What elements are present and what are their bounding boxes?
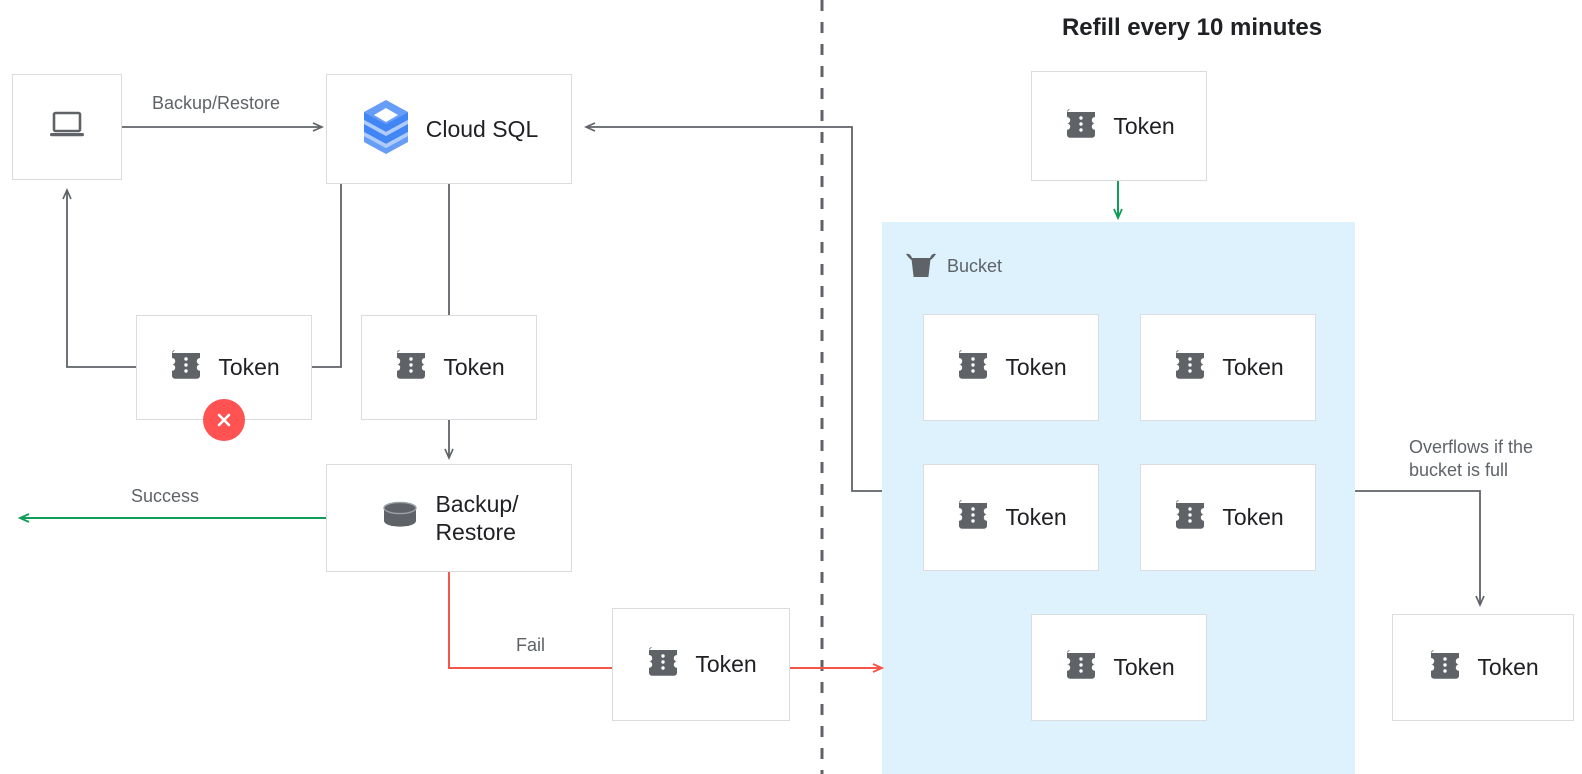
edge-label-backup-restore: Backup/Restore bbox=[152, 93, 281, 113]
cloud-sql-icon bbox=[360, 98, 412, 161]
token-icon bbox=[955, 500, 991, 535]
node-token-fail[interactable]: Token bbox=[612, 608, 790, 721]
token-icon bbox=[1172, 500, 1208, 535]
node-token-bucket-1-label: Token bbox=[1005, 354, 1067, 381]
node-token-refill-label: Token bbox=[1113, 112, 1175, 139]
node-token-client-label: Token bbox=[218, 354, 280, 381]
token-icon bbox=[1063, 108, 1099, 144]
node-token-bucket-4-label: Token bbox=[1222, 504, 1284, 531]
wire-bucket-to-cloudsql bbox=[584, 122, 882, 492]
node-cloud-sql[interactable]: Cloud SQL bbox=[326, 74, 572, 184]
bucket-label-group: Bucket bbox=[904, 248, 1002, 285]
page-title: Refill every 10 minutes bbox=[1061, 14, 1323, 41]
token-icon bbox=[393, 350, 429, 385]
node-token-bucket-4[interactable]: Token bbox=[1140, 464, 1316, 571]
error-x-badge bbox=[203, 399, 245, 441]
node-token-bucket-2[interactable]: Token bbox=[1140, 314, 1316, 421]
token-icon bbox=[168, 350, 204, 385]
wire-cloudsql-to-token-client bbox=[312, 183, 342, 368]
node-token-bucket-5-label: Token bbox=[1113, 654, 1175, 681]
node-token-bucket-2-label: Token bbox=[1222, 354, 1284, 381]
close-icon bbox=[217, 413, 231, 427]
node-token-cloudsql[interactable]: Token bbox=[361, 315, 537, 420]
database-icon bbox=[379, 499, 421, 538]
node-token-bucket-1[interactable]: Token bbox=[923, 314, 1099, 421]
token-icon bbox=[645, 647, 681, 682]
node-token-bucket-3-label: Token bbox=[1005, 504, 1067, 531]
laptop-icon bbox=[47, 109, 87, 146]
bucket-label: Bucket bbox=[947, 256, 1003, 276]
token-icon bbox=[955, 350, 991, 385]
node-backup-restore-label: Backup/ Restore bbox=[435, 490, 519, 545]
node-cloud-sql-label: Cloud SQL bbox=[425, 115, 539, 142]
token-icon bbox=[1172, 350, 1208, 385]
bucket-icon bbox=[904, 248, 938, 285]
wire-token-client-to-client bbox=[62, 188, 136, 368]
token-icon bbox=[1427, 650, 1463, 685]
node-token-fail-label: Token bbox=[695, 651, 757, 678]
node-token-overflow[interactable]: Token bbox=[1392, 614, 1574, 721]
token-icon bbox=[1063, 650, 1099, 685]
node-client[interactable] bbox=[12, 74, 122, 180]
node-token-bucket-3[interactable]: Token bbox=[923, 464, 1099, 571]
node-token-overflow-label: Token bbox=[1477, 654, 1539, 681]
node-token-refill[interactable]: Token bbox=[1031, 71, 1207, 181]
node-backup-restore[interactable]: Backup/ Restore bbox=[326, 464, 572, 572]
edge-label-fail: Fail bbox=[516, 635, 546, 655]
edge-label-overflow: Overflows if the bucket is full bbox=[1409, 437, 1534, 481]
node-token-cloudsql-label: Token bbox=[443, 354, 505, 381]
edge-label-success: Success bbox=[131, 486, 200, 506]
node-token-bucket-5[interactable]: Token bbox=[1031, 614, 1207, 721]
wire-bucket-overflow bbox=[1355, 490, 1485, 607]
